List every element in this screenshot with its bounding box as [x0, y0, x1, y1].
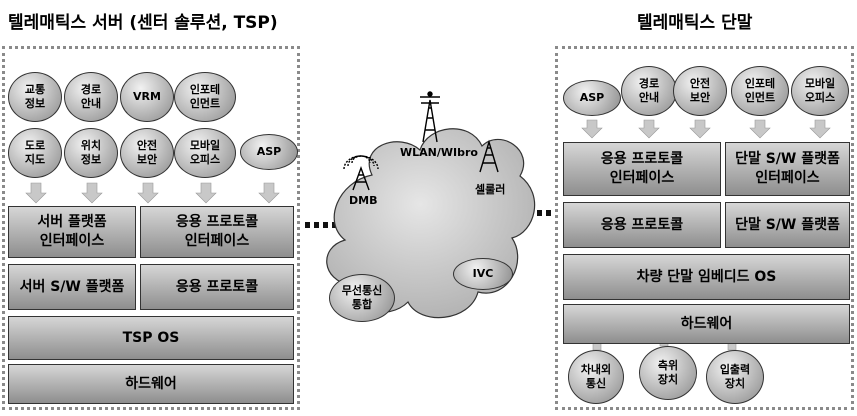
down-arrow-icon — [638, 119, 660, 139]
terminal-oval-in-out-comm: 차내외 통신 — [568, 350, 624, 404]
terminal-panel — [555, 46, 854, 410]
server-oval-traffic-info: 교통 정보 — [8, 72, 62, 122]
server-network-connector — [305, 222, 345, 228]
terminal-sw-platform: 단말 S/W 플랫폼 — [725, 202, 850, 248]
terminal-oval-mobile-office: 모바일 오피스 — [791, 66, 849, 116]
server-tsp-os: TSP OS — [8, 316, 294, 360]
dmb-tower-icon — [343, 155, 379, 191]
down-arrow-icon — [258, 182, 280, 204]
down-arrow-icon — [25, 182, 47, 204]
server-panel — [2, 46, 300, 410]
terminal-oval-asp: ASP — [563, 80, 621, 116]
server-oval-location-info: 위치 정보 — [64, 128, 118, 178]
server-oval-route-guide: 경로 안내 — [64, 72, 118, 122]
down-arrow-icon — [195, 182, 217, 204]
terminal-protocol-interface: 응용 프로토콜 인터페이스 — [563, 142, 721, 196]
terminal-embedded-os: 차량 단말 임베디드 OS — [563, 254, 850, 300]
cellular-tower-icon — [479, 139, 499, 173]
down-arrow-icon — [581, 119, 603, 139]
terminal-hardware: 하드웨어 — [563, 304, 850, 344]
server-protocol-interface: 응용 프로토콜 인터페이스 — [140, 206, 294, 258]
server-oval-infotainment: 인포테 인먼트 — [174, 72, 236, 122]
server-oval-asp: ASP — [240, 134, 298, 170]
down-arrow-icon — [809, 119, 831, 139]
server-protocol: 응용 프로토콜 — [140, 264, 294, 310]
server-oval-mobile-office: 모바일 오피스 — [174, 128, 236, 178]
terminal-oval-infotainment: 인포테 인먼트 — [731, 66, 789, 116]
terminal-oval-positioning: 측위 장치 — [639, 346, 697, 400]
server-oval-vrm: VRM — [120, 72, 174, 122]
cellular-label: 셀룰러 — [475, 183, 506, 196]
ivc-oval: IVC — [453, 258, 513, 290]
server-hardware: 하드웨어 — [8, 364, 294, 404]
down-arrow-icon — [749, 119, 771, 139]
terminal-oval-io-device: 입출력 장치 — [706, 350, 764, 404]
server-oval-safety: 안전 보안 — [120, 128, 174, 178]
down-arrow-icon — [137, 182, 159, 204]
server-sw-platform: 서버 S/W 플랫폼 — [8, 264, 136, 310]
terminal-sw-platform-interface: 단말 S/W 플랫폼 인터페이스 — [725, 142, 850, 196]
wireless-integration-oval: 무선통신 통합 — [329, 274, 395, 322]
server-platform-interface: 서버 플랫폼 인터페이스 — [8, 206, 136, 258]
down-arrow-icon — [81, 182, 103, 204]
terminal-protocol: 응용 프로토콜 — [563, 202, 721, 248]
dmb-label: DMB — [349, 194, 378, 207]
terminal-oval-route-guide: 경로 안내 — [621, 66, 677, 116]
server-oval-road-map: 도로 지도 — [8, 128, 62, 178]
server-title: 텔레매틱스 서버 (센터 솔루션, TSP) — [8, 13, 278, 33]
terminal-title: 텔레매틱스 단말 — [637, 13, 753, 33]
terminal-oval-safety: 안전 보안 — [673, 66, 727, 116]
wlan-tower-icon — [420, 91, 440, 143]
wlan-label: WLAN/WIbro — [400, 146, 478, 159]
down-arrow-icon — [689, 119, 711, 139]
